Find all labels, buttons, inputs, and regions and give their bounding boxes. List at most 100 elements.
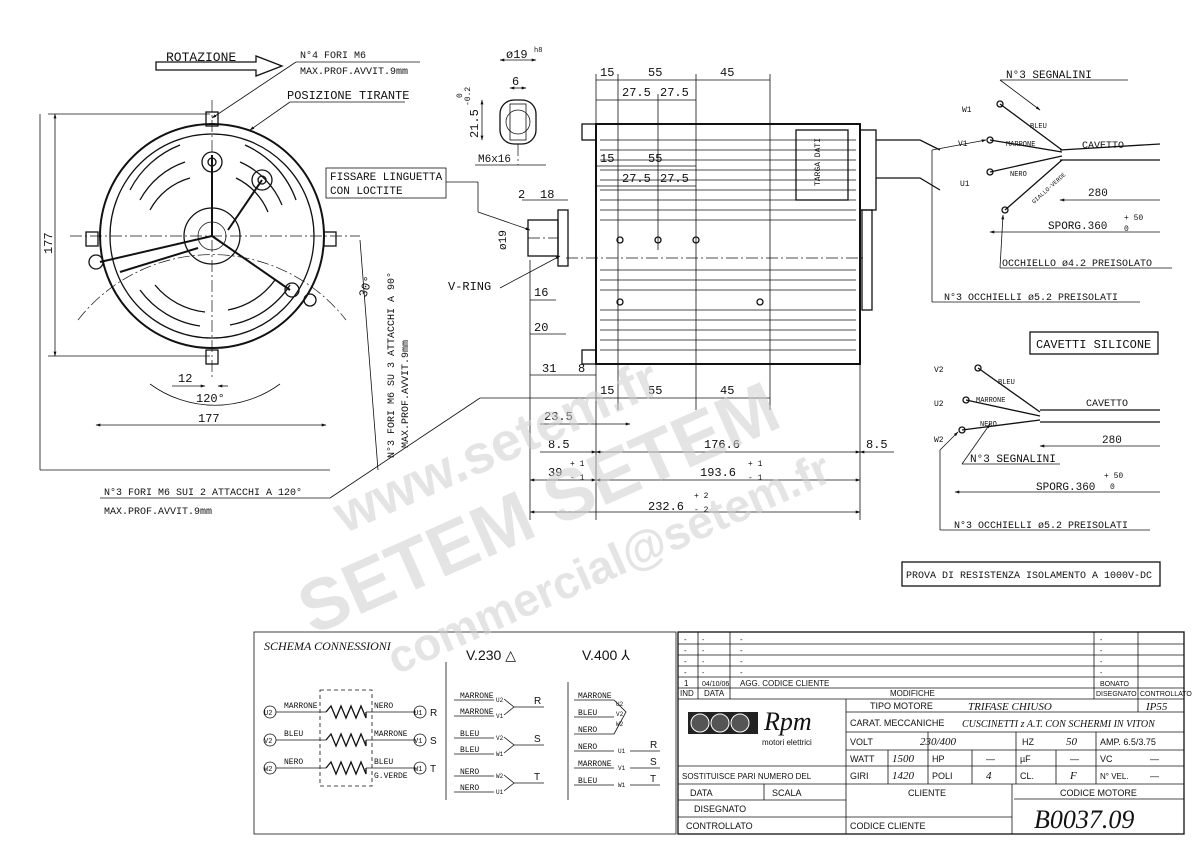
- rev-ind: -: [684, 635, 687, 644]
- amp-label: AMP. 6.5/3.75: [1100, 737, 1156, 747]
- sostituisce-label: SOSTITUISCE PARI NUMERO DEL: [682, 772, 812, 781]
- phase-label: S: [430, 736, 437, 747]
- nvel-value: —: [1150, 771, 1159, 781]
- dim-2326-tol-p: + 2: [694, 492, 709, 501]
- revision-row: ----: [684, 646, 1103, 655]
- bottom-note-2: MAX.PROF.AVVIT.9mm: [104, 507, 212, 518]
- rev-modifica: -: [740, 646, 743, 655]
- star-wire-label: NERO: [578, 743, 597, 752]
- dim-dia19: ø19: [498, 230, 510, 250]
- hz-label: HZ: [1022, 737, 1034, 747]
- tol-lower: -0.2: [464, 87, 473, 106]
- segnalini-top: N°3 SEGNALINI: [1006, 70, 1092, 82]
- hdr-ind: IND: [680, 689, 694, 698]
- rev-modifica: -: [740, 635, 743, 644]
- carat-value: CUSCINETTI z A.T. CON SCHERMI IN VITON: [962, 719, 1156, 730]
- sporg-sil: SPORG.360: [1036, 482, 1095, 494]
- watt-label: WATT: [850, 754, 875, 764]
- dim-275-d: 27.5: [660, 172, 689, 186]
- star-top-terminal: W2: [616, 721, 624, 728]
- silicone-title: CAVETTI SILICONE: [1036, 338, 1151, 352]
- bleu-top: BLEU: [1030, 123, 1047, 131]
- star-wire-label: BLEU: [578, 709, 597, 718]
- tipo-motore-label: TIPO MOTORE: [870, 701, 933, 711]
- nero-top: NERO: [1010, 171, 1027, 179]
- dim-2: 2: [518, 188, 525, 202]
- delta-wire-label: MARRONE: [460, 708, 494, 717]
- cl-label: CL.: [1020, 771, 1034, 781]
- terminal-in-label: V2: [264, 738, 272, 746]
- dim-39: 39: [548, 466, 562, 480]
- dim-15-bot: 15: [600, 384, 614, 398]
- terminal-out-label: U1: [414, 710, 422, 718]
- sporg-sil-tol-upper: + 50: [1104, 472, 1123, 481]
- vring-label: V-RING: [448, 280, 491, 294]
- dim-18: 18: [540, 188, 554, 202]
- delta-label: V.230 △: [466, 647, 516, 663]
- delta-wire-label: BLEU: [460, 746, 479, 755]
- bleu-sil: BLEU: [998, 379, 1015, 387]
- occhielli-top: N°3 OCCHIELLI ø5.2 PREISOLATI: [944, 292, 1118, 304]
- delta-wire-label: NERO: [460, 784, 479, 793]
- dim-85-right: 8.5: [866, 438, 888, 452]
- delta-terminal-label: U2: [496, 697, 504, 704]
- side-view: TARGA DATI 15 55 45 27.5 27.5 15 55 27.5…: [529, 66, 941, 520]
- volt-label: VOLT: [850, 737, 873, 747]
- sporg-top-tol-lower: 0: [1124, 225, 1129, 234]
- bolt-head-icon: [251, 169, 273, 191]
- insulation-note-box: [901, 561, 1161, 587]
- vc-label: VC: [1100, 754, 1113, 764]
- delta-terminal-label: U1: [496, 789, 504, 796]
- loctite-note-1: FISSARE LINGUETTA: [330, 172, 443, 184]
- rev-disegnato: -: [1100, 659, 1103, 666]
- insulation-note: PROVA DI RESISTENZA ISOLAMENTO A 1000V-D…: [906, 571, 1152, 582]
- logo-rpm: Rpm: [763, 707, 812, 736]
- terminal-out-label: V1: [414, 738, 422, 746]
- hp-label: HP: [932, 754, 945, 764]
- w2-sil: W2: [934, 436, 944, 445]
- delta-terminal-label: V1: [496, 713, 504, 720]
- nvel-label: N° VEL.: [1100, 772, 1129, 781]
- sporg-sil-tol-lower: 0: [1110, 483, 1115, 492]
- wire-out-label: BLEU: [374, 758, 393, 767]
- rev-ind: -: [684, 657, 687, 666]
- uf-value: —: [1070, 754, 1079, 764]
- dim-height: 177: [42, 232, 56, 254]
- dim-39-tol-p: + 1: [570, 460, 585, 469]
- holes-note-2: MAX.PROF.AVVIT.9mm: [300, 67, 408, 78]
- dim-120: 120°: [196, 392, 225, 406]
- delta-terminal-label: W2: [496, 773, 504, 780]
- wire-in-label: MARRONE: [284, 702, 318, 711]
- rev-disegnato: -: [1100, 648, 1103, 655]
- dim-20: 20: [534, 321, 548, 335]
- revision-row: ----: [684, 657, 1103, 666]
- cable-gland: [876, 139, 941, 191]
- rev-ind: -: [684, 668, 687, 677]
- u2-sil: U2: [934, 400, 944, 409]
- disegnato-label: DISEGNATO: [694, 804, 746, 814]
- w1-top: W1: [962, 106, 972, 115]
- dim-15-top: 15: [600, 66, 614, 80]
- dim-30: 30°: [356, 274, 376, 299]
- sporg-top: SPORG.360: [1048, 221, 1107, 233]
- star-wire: MARRONE: [574, 760, 614, 769]
- dim-275-c: 27.5: [622, 172, 651, 186]
- dim-1936: 193.6: [700, 466, 736, 480]
- silicone-cable-sheath: [1040, 409, 1160, 423]
- cavetto-sil: CAVETTO: [1086, 399, 1128, 410]
- wire-in-label: BLEU: [284, 730, 303, 739]
- delta-phase-label: T: [534, 772, 540, 783]
- bolt-head-icon: [284, 282, 300, 298]
- dim-1766: 176.6: [704, 438, 740, 452]
- revision-row: ----: [684, 635, 1103, 644]
- loctite-note-box: [325, 167, 447, 199]
- delta-phase-label: R: [534, 696, 541, 707]
- codice-motore-label: CODICE MOTORE: [1060, 788, 1137, 798]
- delta-phase: S: [503, 734, 544, 754]
- delta-wire-label: BLEU: [460, 730, 479, 739]
